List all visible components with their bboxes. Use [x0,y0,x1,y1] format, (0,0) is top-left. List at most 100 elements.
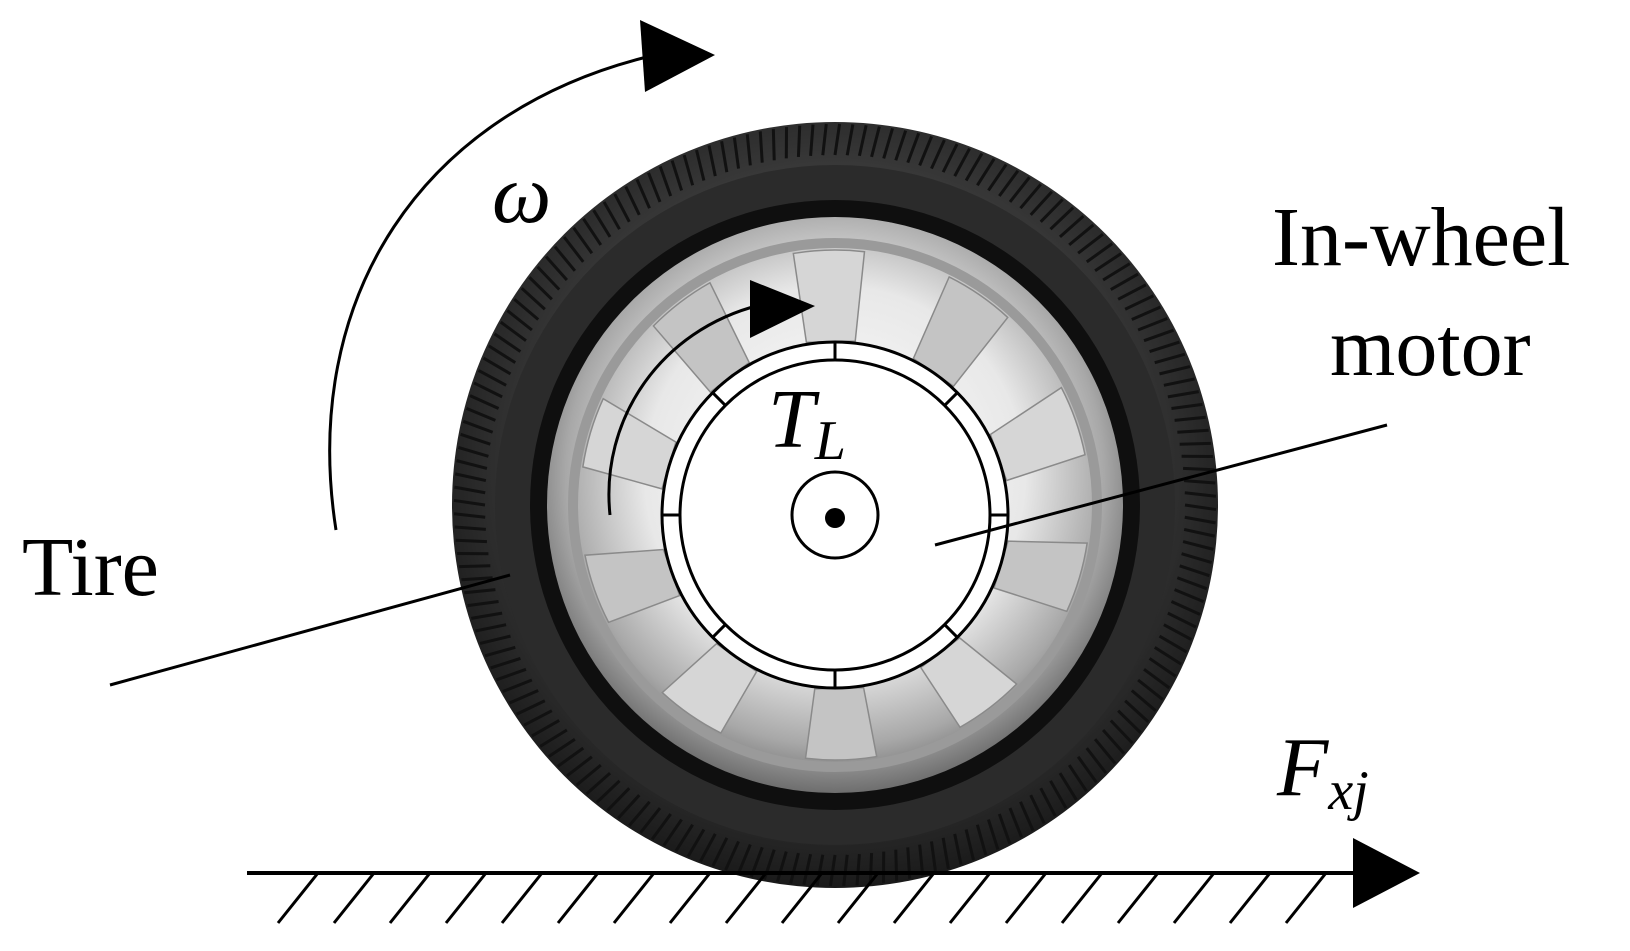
tread-tick [1094,252,1123,273]
tread-tick [894,849,899,882]
tread-tick [1163,623,1193,641]
tread-tick [1110,272,1139,291]
tread-tick [454,525,486,531]
ground-hatch-line [836,872,880,924]
tread-tick [556,746,585,768]
tread-tick [1102,262,1131,282]
tread-tick [488,344,517,364]
tread-tick [964,152,984,182]
ground-hatch-line [1228,872,1272,924]
tread-tick [1077,232,1104,255]
tread-tick [1143,668,1171,690]
tread-tick [513,298,540,321]
motor-label-line2: motor [1330,301,1531,394]
tread-tick [1137,317,1168,332]
tread-tick [1143,328,1175,343]
tread-tick [771,128,776,161]
rim-spoke [919,636,1018,729]
tread-tick [471,611,503,620]
tread-tick [453,498,486,507]
tread-tick [882,127,894,159]
tread-tick [1171,402,1203,411]
tread-tick [475,623,507,633]
tread-tick [566,755,593,778]
tread-tick [553,245,577,272]
torque-arrowhead-icon [750,280,815,338]
tread-tick [1067,764,1088,793]
rim-spoke [652,281,751,394]
tire-tread-ring [453,123,1217,887]
tire-leader-line [109,573,511,687]
tread-tick [539,728,568,748]
tread-tick [724,840,740,871]
rotation-arrowhead-icon [640,20,715,92]
tread-tick [975,824,988,856]
tread-tick [1019,801,1035,832]
tread-tick [828,854,837,887]
tread-tick [1068,223,1095,247]
tread-tick [454,485,486,495]
tread-tick [484,645,516,658]
tread-tick [490,657,521,670]
motor-axle-dot [825,508,845,528]
rim-spoke [912,275,1009,388]
tread-tick [493,332,522,353]
tread-tick [1183,466,1215,472]
tread-tick [894,130,908,161]
tread-tick [592,209,612,238]
motor-leader-line [934,423,1388,547]
tread-tick [1029,190,1053,216]
tread-tick [1058,772,1078,801]
tread-tick [1184,491,1217,498]
tread-tick [467,599,499,608]
tread-tick [868,853,874,885]
tread-tick [1184,515,1216,525]
ground-hatch-line [1060,872,1104,924]
tread-tick [1058,214,1085,239]
tread-tick [508,689,539,705]
tread-tick [1137,678,1164,701]
tread-tick [976,158,996,187]
torque-arrow [607,280,815,516]
tread-tick [987,163,1008,192]
tread-tick [464,588,496,595]
rim-lip [568,238,1102,772]
tread-tick [1093,738,1117,765]
tread-tick [465,407,496,422]
tread-tick [628,800,651,827]
tread-tick [809,124,815,156]
tread-tick [477,369,507,387]
tread-tick [562,236,585,263]
tread-tick [1167,611,1197,629]
tread-tick [647,172,662,203]
rotation-arrow [328,20,715,531]
tread-tick [1124,699,1150,723]
tread-tick [502,678,533,693]
tread-tick [1174,588,1205,603]
tread-tick [707,145,717,177]
tread-tick [585,771,612,796]
tread-tick [531,719,560,738]
tread-tick [547,737,576,758]
tread-tick [499,320,527,342]
tread-tick [595,779,621,804]
housing-tick [711,623,727,639]
tread-tick [1039,198,1064,223]
tread-tick [650,813,672,841]
tread-tick [686,828,706,858]
tread-tick [1154,352,1186,365]
tread-tick [506,309,533,332]
tread-tick [1158,634,1188,654]
tread-tick [1008,176,1031,203]
tread-tick [469,394,500,410]
tread-tick [821,123,828,156]
tread-tick [658,165,673,197]
tread-tick [458,564,491,569]
tread-tick [1177,428,1209,434]
ground-hatch-line [668,872,712,924]
tread-tick [711,837,729,867]
tread-tick [695,149,706,181]
tread-tick [906,132,921,164]
tread-tick [802,853,813,886]
